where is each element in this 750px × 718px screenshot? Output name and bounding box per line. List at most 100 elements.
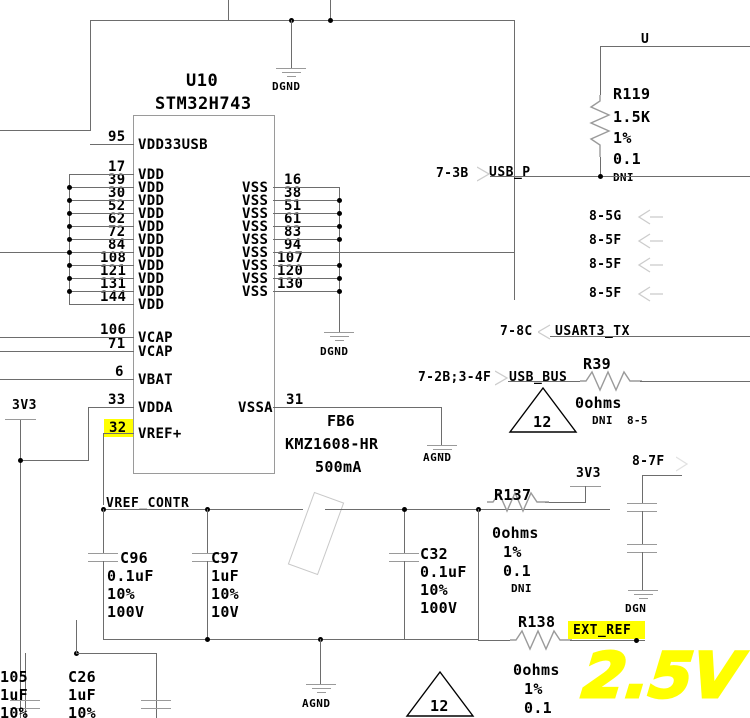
wire-cap-bottom-rail [103, 639, 478, 640]
c26-designator: C26 [68, 668, 96, 686]
port-ref-8-5f-2: 8-5F [589, 257, 622, 272]
r137-size: 0.1 [503, 562, 531, 580]
pin-name-vdd-17: VDD [138, 167, 165, 183]
c97-voltage: 10V [211, 603, 239, 621]
junction-dot [337, 237, 342, 242]
pin-name-vss-38: VSS [242, 193, 269, 209]
pin-number-61: 61 [284, 211, 302, 227]
c105-value: 1uF [0, 686, 28, 704]
fb6-body[interactable] [287, 491, 345, 576]
r137-tolerance: 1% [503, 543, 522, 561]
wire-vref-contr [103, 509, 303, 510]
designator-triangle-12-usb-label: 12 [533, 413, 552, 431]
wire-pin-144 [69, 304, 134, 305]
r138-value: 0ohms [513, 661, 560, 679]
port-ref-8-5f-1: 8-5F [589, 233, 622, 248]
wire-pin-16 [273, 187, 339, 188]
marker-annotation-2p5v: 2.5V [578, 638, 747, 714]
usb-bus-port-ref: 7-2B;3-4F [418, 370, 492, 385]
junction-dot [67, 185, 72, 190]
wire-c26-branch-v [156, 653, 157, 718]
r119-note: DNI [613, 171, 634, 184]
wire-pin-83 [273, 239, 339, 240]
junction-dot [328, 18, 333, 23]
rail-3v3-right-label: 3V3 [576, 466, 601, 481]
wire-3v3-rail [20, 419, 21, 718]
c96-value: 0.1uF [107, 567, 154, 585]
wire-dgnd-right-h [642, 475, 682, 476]
port-arrow-8-5f-1[interactable] [637, 232, 663, 250]
wire-pin-6 [0, 379, 134, 380]
pin-name-vbat: VBAT [138, 372, 173, 388]
port-ref-8-5g: 8-5G [589, 209, 622, 224]
wire-c105-drop [25, 653, 26, 718]
pin-name-vcap-106: VCAP [138, 330, 173, 346]
r137-note: DNI [511, 582, 532, 595]
agnd-bottom-label: AGND [302, 697, 331, 710]
wire-c96-bot [103, 561, 104, 639]
wire-pin-17 [69, 174, 134, 175]
usb-p-port-arrow[interactable] [477, 164, 499, 184]
wire-dgnd-right-mid [642, 511, 643, 544]
wire-3v3-right-drop [585, 486, 586, 503]
pin-number-130: 130 [277, 276, 304, 292]
pin-name-vss-107: VSS [242, 258, 269, 274]
ext-ref-net-label: EXT_REF [573, 623, 632, 638]
wire-c105-branch [76, 620, 77, 653]
pin-name-vss-51: VSS [242, 206, 269, 222]
junction-dot [67, 276, 72, 281]
pin-number-38: 38 [284, 185, 302, 201]
pin-number-106: 106 [100, 322, 127, 338]
port-arrow-8-5f-3[interactable] [637, 285, 663, 303]
usb-p-port-ref: 7-3B [436, 166, 469, 181]
c32-value: 0.1uF [420, 563, 467, 581]
wire-pin-30 [69, 200, 134, 201]
pin-number-17: 17 [108, 159, 126, 175]
c96-tolerance: 10% [107, 585, 135, 603]
agnd-symbol-fb [427, 445, 457, 457]
port-arrow-8-5f-2[interactable] [637, 256, 663, 274]
port-ref-8-7f: 8-7F [632, 454, 665, 469]
wire-pin-38 [273, 200, 339, 201]
wire-r13x-left-bus [478, 509, 479, 641]
wire-c26-branch-h [76, 653, 157, 654]
c97-value: 1uF [211, 567, 239, 585]
usart3-tx-port-arrow[interactable] [538, 322, 560, 342]
wire-r39-out [640, 381, 750, 382]
usart3-tx-port-ref: 7-8C [500, 324, 533, 339]
pin-name-vdd-131: VDD [138, 284, 165, 300]
fb6-designator: FB6 [327, 412, 355, 430]
wire-r138-in [478, 640, 510, 641]
junction-dot [337, 263, 342, 268]
c32-tolerance: 10% [420, 581, 448, 599]
pin-name-vdd-62: VDD [138, 219, 165, 235]
wire-dgnd-right-bot [642, 552, 643, 590]
pin-number-121: 121 [100, 263, 127, 279]
r119-symbol[interactable] [589, 95, 611, 157]
c26-symbol[interactable] [141, 700, 171, 709]
wire-r119-top [600, 46, 601, 95]
c26-value: 1uF [68, 686, 96, 704]
junction-dot [402, 507, 407, 512]
pin-name-vdd-52: VDD [138, 206, 165, 222]
wire-pin-94 [273, 252, 339, 253]
wire-pin-130 [273, 291, 339, 292]
pin-name-vdd-30: VDD [138, 193, 165, 209]
r137-symbol[interactable] [487, 491, 549, 513]
ic-body-u10[interactable] [133, 115, 275, 474]
power-rail-3v3-symbol-left [5, 419, 36, 420]
pin-number-108: 108 [100, 250, 127, 266]
junction-dot [337, 289, 342, 294]
pin-number-94: 94 [284, 237, 302, 253]
designator-triangle-12-bottom-label: 12 [430, 697, 449, 715]
port-arrow-8-5g[interactable] [637, 208, 663, 226]
r39-symbol[interactable] [580, 370, 642, 392]
usb-bus-port-arrow[interactable] [495, 368, 517, 388]
port-arrow-8-7f[interactable] [676, 455, 698, 473]
r138-symbol[interactable] [510, 629, 572, 651]
r39-right-port-ref: 8-5 [627, 414, 648, 427]
c105-symbol[interactable] [10, 700, 40, 709]
wire-pin-31 [273, 407, 442, 408]
pin-number-51: 51 [284, 198, 302, 214]
